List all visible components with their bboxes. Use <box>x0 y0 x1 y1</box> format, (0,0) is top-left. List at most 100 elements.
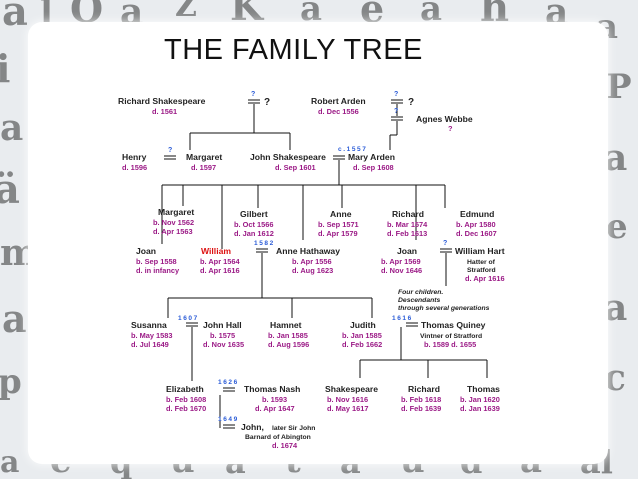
person-note-william-hart: Hatter of <box>467 259 496 266</box>
person-name-joan-infant: Joan <box>136 246 156 256</box>
bg-glyph: i <box>0 46 11 91</box>
person-name-richard-shakespeare: Richard Shakespeare <box>118 96 206 106</box>
person-death-hamnet: d. Aug 1596 <box>268 340 309 349</box>
person-name-gilbert: Gilbert <box>240 209 268 219</box>
bg-glyph: a <box>604 137 628 179</box>
person-date-margaret-elder: d. 1597 <box>191 163 216 172</box>
bg-glyph: a <box>2 0 28 35</box>
unknown-spouse: ? <box>408 97 414 108</box>
bg-glyph: p <box>0 362 22 402</box>
person-death-susanna: d. Jul 1649 <box>131 340 169 349</box>
person-birth-john-hall: b. 1575 <box>210 331 235 340</box>
person-death-joan: d. Nov 1646 <box>381 266 422 275</box>
person-death-richard-quiney: d. Feb 1639 <box>401 404 441 413</box>
unknown-marriage-mark: ? <box>168 147 172 154</box>
person-birth-richard-quiney: b. Feb 1618 <box>401 395 441 404</box>
person-name-judith: Judith <box>350 320 376 330</box>
person-name-margaret: Margaret <box>158 207 194 217</box>
bg-glyph: a <box>2 296 27 341</box>
person-name-edmund: Edmund <box>460 209 494 219</box>
person-name-william-hart: William Hart <box>455 246 505 256</box>
person-name-elizabeth: Elizabeth <box>166 384 204 394</box>
person-name-hamnet: Hamnet <box>270 320 302 330</box>
person-title-john-barnard: later Sir John <box>272 425 315 432</box>
bg-glyph: a <box>420 0 443 29</box>
person-death-shakespeare: d. May 1617 <box>327 404 369 413</box>
person-name-richard-quiney: Richard <box>408 384 440 394</box>
person-birth-shakespeare: b. Nov 1616 <box>327 395 368 404</box>
person-note-william-hart-2: Stratford <box>467 267 496 274</box>
person-death-richard: d. Feb 1613 <box>387 229 427 238</box>
person-name-john-barnard: John, <box>241 422 264 432</box>
marriage-year-elizabeth-thomas: 1626 <box>218 379 239 386</box>
person-death-gilbert: d. Jan 1612 <box>234 229 274 238</box>
slide-title: THE FAMILY TREE <box>164 34 423 66</box>
person-death-anne-hathaway: d. Aug 1623 <box>292 266 333 275</box>
person-death-william-hart: d. Apr 1616 <box>465 274 505 283</box>
person-death-john-barnard: d. 1674 <box>272 441 298 450</box>
person-death-elizabeth: d. Feb 1670 <box>166 404 206 413</box>
marriage-year-elizabeth-john: 1649 <box>218 416 239 423</box>
bg-glyph: a <box>0 107 24 149</box>
person-name-mary-arden: Mary Arden <box>348 152 395 162</box>
person-name-john-hall: John Hall <box>203 320 242 330</box>
unknown-spouse: ? <box>264 97 270 108</box>
person-name-shakespeare: Shakespeare <box>325 384 378 394</box>
bg-glyph: ä <box>0 166 20 213</box>
person-name-henry: Henry <box>122 152 147 162</box>
person-death-william: d. Apr 1616 <box>200 266 240 275</box>
unknown-marriage-mark: ? <box>394 108 398 115</box>
person-death-thomas-nash: d. Apr 1647 <box>255 404 295 413</box>
tree-connectors <box>161 99 488 429</box>
person-date-agnes-webbe: ? <box>448 124 453 133</box>
bg-glyph: e <box>606 207 628 247</box>
person-note-thomas-quiney: Vintner of Stratford <box>420 333 482 340</box>
person-name-margaret-elder: Margaret <box>186 152 222 162</box>
person-date-robert-arden: d. Dec 1556 <box>318 107 359 116</box>
person-death-anne: d. Apr 1579 <box>318 229 358 238</box>
person-date-john-shakespeare: d. Sep 1601 <box>275 163 316 172</box>
person-date-mary-arden: d. Sep 1608 <box>353 163 394 172</box>
person-name-john-shakespeare: John Shakespeare <box>250 152 326 162</box>
person-birth-joan: b. Apr 1569 <box>381 257 421 266</box>
person-birth-edmund: b. Apr 1580 <box>456 220 496 229</box>
person-birth-susanna: b. May 1583 <box>131 331 173 340</box>
bg-glyph: P <box>606 67 632 107</box>
person-name-thomas-quiney: Thomas Quiney <box>421 320 486 330</box>
descendants-note-3: through several generations <box>398 305 490 312</box>
slide-card <box>28 22 608 464</box>
person-birth-anne: b. Sep 1571 <box>318 220 359 229</box>
person-death-edmund: d. Dec 1607 <box>456 229 497 238</box>
person-birth-margaret: b. Nov 1562 <box>153 218 194 227</box>
person-death-joan-infant: d. in infancy <box>136 266 180 275</box>
person-death-judith: d. Feb 1662 <box>342 340 382 349</box>
unknown-marriage-mark: ? <box>251 91 255 98</box>
person-birth-thomas-quiney-son: b. Jan 1620 <box>460 395 500 404</box>
bg-glyph: a <box>604 287 628 329</box>
bg-glyph: a <box>300 0 323 29</box>
person-birth-thomas-nash: b. 1593 <box>262 395 287 404</box>
unknown-marriage-mark: ? <box>443 240 447 247</box>
person-name-anne-hathaway: Anne Hathaway <box>276 246 340 256</box>
descendants-note-1: Four children. <box>398 289 443 296</box>
person-dates-thomas-quiney: b. 1589 d. 1655 <box>424 340 476 349</box>
unknown-marriage-mark: ? <box>394 91 398 98</box>
bg-glyph: c <box>604 357 626 399</box>
marriage-year-john-mary: c.1557 <box>338 146 367 153</box>
descendants-note-2: Descendants <box>398 297 441 304</box>
person-birth-richard: b. Mar 1574 <box>387 220 428 229</box>
person-name-anne: Anne <box>330 209 352 219</box>
marriage-year-william-anne: 1582 <box>254 240 275 247</box>
person-death-john-hall: d. Nov 1635 <box>203 340 244 349</box>
person-name-richard: Richard <box>392 209 424 219</box>
person-death-margaret: d. Apr 1563 <box>153 227 193 236</box>
person-birth-gilbert: b. Oct 1566 <box>234 220 273 229</box>
person-name-susanna: Susanna <box>131 320 167 330</box>
person-date-richard-shakespeare: d. 1561 <box>152 107 177 116</box>
person-birth-judith: b. Jan 1585 <box>342 331 382 340</box>
person-birth-elizabeth: b. Feb 1608 <box>166 395 206 404</box>
person-birth-joan-infant: b. Sep 1558 <box>136 257 177 266</box>
person-note-john-barnard: Barnard of Abington <box>245 434 311 441</box>
bg-glyph: Z <box>175 0 197 24</box>
